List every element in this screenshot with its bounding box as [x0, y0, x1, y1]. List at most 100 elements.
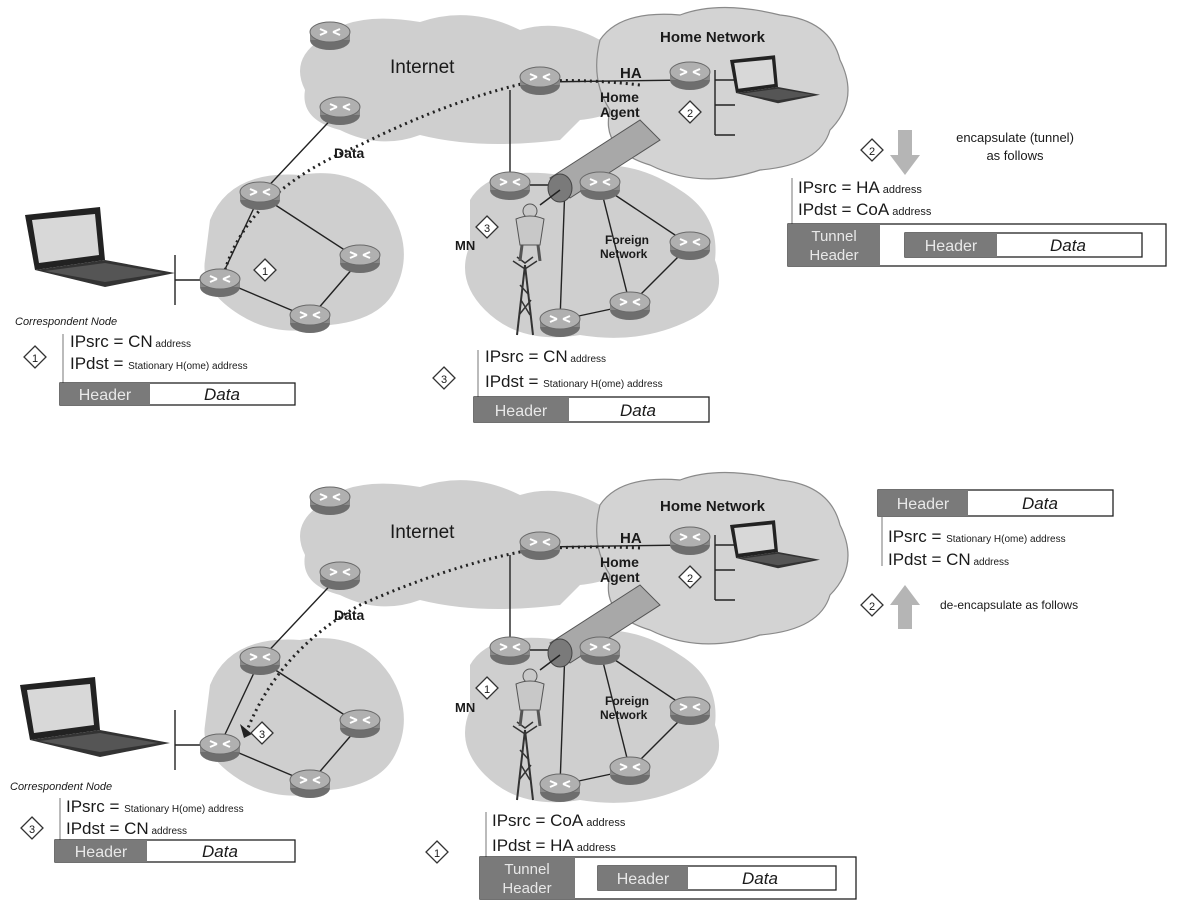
- encapsulate-label: as follows: [986, 148, 1044, 163]
- step-number: 3: [441, 374, 447, 386]
- ip-src-text: IPsrc = CN address: [70, 332, 191, 351]
- ip-dst-text: IPdst = CN address: [66, 819, 187, 838]
- step-number: 3: [259, 729, 265, 741]
- router-icon: [489, 636, 531, 666]
- home-agent-label: Agent: [600, 569, 640, 585]
- step-number: 3: [484, 223, 490, 235]
- up-arrow-icon: [890, 585, 920, 629]
- step-number: 2: [869, 601, 875, 613]
- data-cell-label: Data: [202, 842, 238, 861]
- router-icon: [339, 709, 381, 739]
- cn-label: Correspondent Node: [15, 316, 117, 328]
- router-icon: [539, 308, 581, 338]
- data-cell-label: Data: [1022, 494, 1058, 513]
- data-cell-label: Data: [742, 869, 778, 888]
- router-icon: [199, 733, 241, 763]
- ip-src-text: IPsrc = CN address: [485, 347, 606, 366]
- ip-src-text: IPsrc = Stationary H(ome) address: [888, 527, 1066, 546]
- home-agent-label: Agent: [600, 104, 640, 120]
- data-cell-label: Data: [204, 385, 240, 404]
- data-cell-label: Data: [1050, 236, 1086, 255]
- foreign-network-label: Network: [600, 708, 648, 722]
- cn-cloud: [204, 638, 404, 796]
- encapsulate-label: encapsulate (tunnel): [956, 130, 1074, 145]
- tunnel-header-label: Tunnel: [504, 861, 549, 878]
- tunnel-pipe: [547, 119, 661, 203]
- mn-label: MN: [455, 238, 475, 253]
- tunnel-header-cell: [788, 224, 880, 266]
- header-label: Header: [897, 496, 950, 513]
- step-number: 1: [484, 684, 490, 696]
- internet-cloud: [300, 15, 618, 144]
- router-icon: [669, 526, 711, 556]
- decapsulate-label: de-encapsulate as follows: [940, 598, 1078, 612]
- header-label: Header: [925, 238, 978, 255]
- bottom-panel: 3 2 1 3 1 2 Internet Home Network HA Hom…: [10, 471, 1114, 900]
- header-cell: [598, 866, 688, 890]
- router-icon: [609, 291, 651, 321]
- ip-dst-text: IPdst = Stationary H(ome) address: [485, 372, 663, 391]
- internet-label: Internet: [390, 522, 455, 543]
- router-icon: [319, 96, 361, 126]
- router-icon: [489, 171, 531, 201]
- router-icon: [519, 531, 561, 561]
- cn-label: Correspondent Node: [10, 781, 112, 793]
- header-label: Header: [617, 871, 670, 888]
- home-network-label: Home Network: [660, 498, 766, 515]
- header-cell: [55, 840, 147, 862]
- header-label: Header: [75, 844, 128, 861]
- tunnel-header-cell: [480, 857, 575, 899]
- ha-label: HA: [620, 65, 642, 82]
- step-number: 1: [32, 353, 38, 365]
- header-cell: [60, 383, 150, 405]
- router-icon: [339, 244, 381, 274]
- router-icon: [669, 231, 711, 261]
- foreign-network-label: Foreign: [605, 694, 649, 708]
- router-icon: [289, 304, 331, 334]
- tunnel-header-label: Header: [502, 880, 551, 897]
- tunnel-header-label: Header: [809, 247, 858, 264]
- ip-src-text: IPsrc = HA address: [798, 178, 922, 197]
- router-icon: [579, 171, 621, 201]
- top-panel: 1 2 3 1 3 2 Internet Home Network HA Hom…: [15, 6, 1167, 423]
- router-icon: [669, 696, 711, 726]
- ip-dst-text: IPdst = CN address: [888, 550, 1009, 569]
- header-cell: [905, 233, 997, 257]
- router-icon: [289, 769, 331, 799]
- cn-cloud: [204, 173, 404, 331]
- step-number: 1: [262, 266, 268, 278]
- step-number: 2: [687, 573, 693, 585]
- ip-src-text: IPsrc = Stationary H(ome) address: [66, 797, 244, 816]
- router-icon: [609, 756, 651, 786]
- home-network-label: Home Network: [660, 29, 766, 46]
- router-icon: [519, 66, 561, 96]
- foreign-network-label: Network: [600, 247, 648, 261]
- ip-dst-text: IPdst = Stationary H(ome) address: [70, 354, 248, 373]
- data-label: Data: [334, 607, 365, 623]
- home-agent-label: Home: [600, 554, 639, 570]
- router-icon: [239, 181, 281, 211]
- home-agent-label: Home: [600, 89, 639, 105]
- foreign-network-label: Foreign: [605, 233, 649, 247]
- step-number: 1: [434, 848, 440, 860]
- ha-label: HA: [620, 530, 642, 547]
- laptop-icon: [20, 677, 170, 757]
- header-cell: [474, 397, 569, 422]
- router-icon: [669, 61, 711, 91]
- header-label: Header: [495, 403, 548, 420]
- step-number: 2: [687, 108, 693, 120]
- down-arrow-icon: [890, 130, 920, 175]
- ip-src-text: IPsrc = CoA address: [492, 811, 626, 830]
- ip-dst-text: IPdst = CoA address: [798, 200, 932, 219]
- laptop-icon: [25, 207, 175, 287]
- ip-dst-text: IPdst = HA address: [492, 836, 616, 855]
- router-icon: [309, 21, 351, 51]
- header-cell: [878, 490, 968, 516]
- router-icon: [239, 646, 281, 676]
- router-icon: [319, 561, 361, 591]
- data-label: Data: [334, 145, 365, 161]
- data-cell-label: Data: [620, 401, 656, 420]
- router-icon: [199, 268, 241, 298]
- router-icon: [579, 636, 621, 666]
